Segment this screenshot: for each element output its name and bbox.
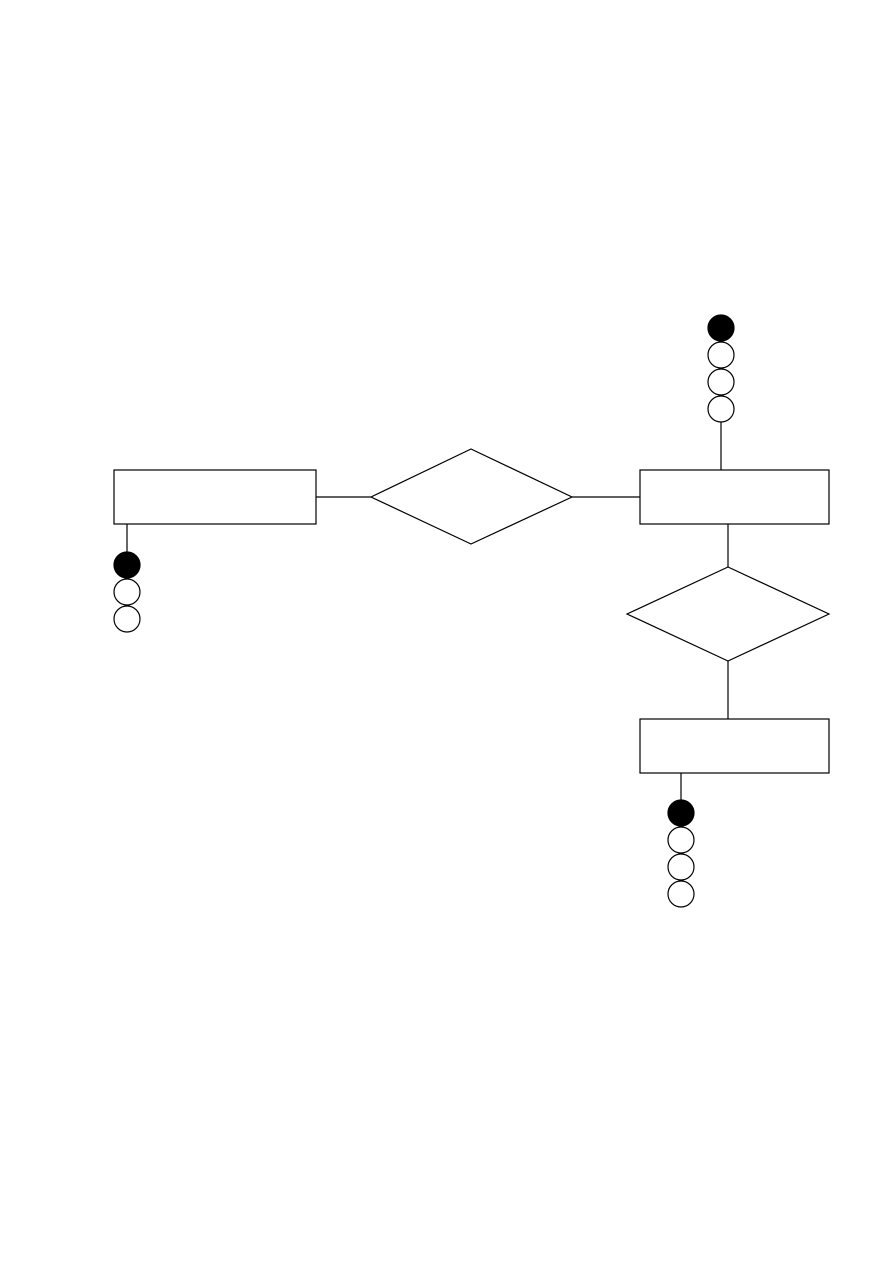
entity-right-bottom[interactable]	[639, 718, 830, 774]
entity-left[interactable]	[113, 469, 317, 525]
entity-right-top[interactable]	[639, 469, 830, 525]
key-attribute-circle[interactable]	[707, 314, 735, 342]
attribute-circle[interactable]	[667, 880, 695, 908]
attribute-circle[interactable]	[707, 368, 735, 396]
key-attribute-circle[interactable]	[667, 799, 695, 827]
attribute-circle[interactable]	[667, 826, 695, 854]
attribute-group-right-bottom	[667, 799, 695, 908]
attribute-circle[interactable]	[113, 605, 141, 633]
attribute-group-right-top	[707, 314, 735, 423]
attribute-circle[interactable]	[667, 853, 695, 881]
attribute-circle[interactable]	[113, 578, 141, 606]
key-attribute-circle[interactable]	[113, 551, 141, 579]
relationship-right[interactable]	[625, 566, 831, 662]
relationship-center[interactable]	[369, 448, 574, 545]
attribute-circle[interactable]	[707, 395, 735, 423]
attribute-group-left	[113, 551, 141, 633]
attribute-circle[interactable]	[707, 341, 735, 369]
